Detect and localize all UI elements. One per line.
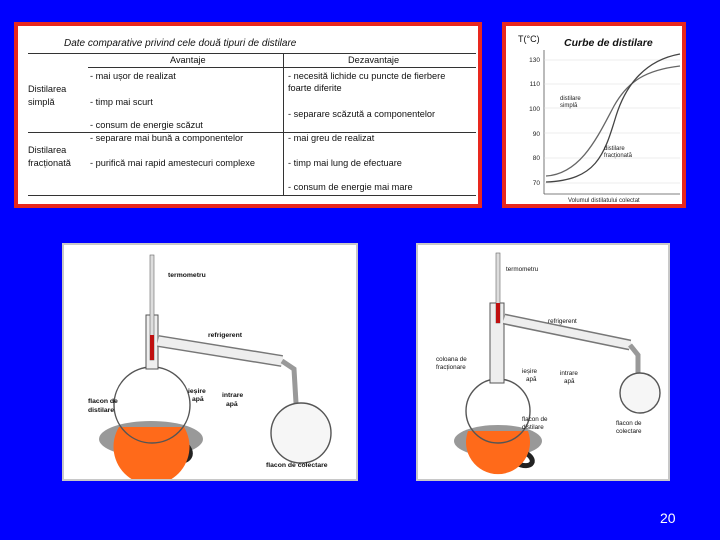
y-tick: 130: [529, 57, 540, 64]
collect-flask-label: flacon de: [616, 420, 642, 427]
water-in-label: intrare: [222, 392, 243, 399]
row2-label-2: fracționată: [28, 158, 71, 168]
fractional-distillation-panel: termometru refrigerent coloana de fracți…: [416, 243, 670, 481]
label-fractional: fracționată: [604, 153, 633, 159]
row1-disadvantage: foarte diferite: [288, 83, 342, 93]
water-out-label: ieșire: [522, 368, 538, 375]
curves-figure: T(°C) Curbe de distilare 130 110 100 90 …: [518, 34, 681, 204]
fractional-apparatus-figure: termometru refrigerent coloana de fracți…: [436, 252, 661, 475]
row1-advantage: - consum de energie scăzut: [90, 120, 203, 130]
collect-flask-label: colectare: [616, 428, 642, 435]
header-advantages: Avantaje: [170, 55, 206, 65]
thermometer-label: termometru: [168, 272, 206, 279]
table-bottom-rule: [28, 195, 476, 196]
label-simple: distilare: [560, 96, 581, 102]
label-fractional: distilare: [604, 146, 625, 152]
x-axis-label: Volumul distilatului colectat: [568, 198, 640, 204]
row2-disadvantage: - mai greu de realizat: [288, 133, 375, 143]
distill-flask-label: flacon de: [88, 398, 118, 405]
distill-flask-label: distilare: [88, 407, 114, 414]
adapter-tube: [280, 358, 299, 404]
water-out-label: ieșire: [188, 388, 206, 395]
row1-advantage: - mai ușor de realizat: [90, 71, 176, 81]
curve-simple: [545, 65, 681, 177]
water-in-label: apă: [226, 401, 238, 408]
label-simple: simplă: [560, 103, 578, 109]
row2-advantage: - separare mai bună a componentelor: [90, 133, 244, 143]
header-rule: [88, 67, 476, 68]
collect-flask-label: flacon de colectare: [266, 462, 328, 469]
adapter-tube: [628, 343, 641, 375]
water-in-label: apă: [564, 378, 575, 385]
row1-label-2: simplă: [28, 97, 55, 107]
row2-advantage: - purifică mai rapid amestecuri complexe: [90, 158, 255, 168]
table-title: Date comparative privind cele două tipur…: [64, 38, 297, 49]
row1-disadvantage: - separare scăzută a componentelor: [288, 109, 436, 119]
thermometer-label: termometru: [506, 266, 539, 273]
water-in-label: intrare: [560, 370, 578, 377]
row1-label-1: Distilarea: [28, 84, 67, 94]
column-divider: [283, 53, 284, 195]
curves-title: Curbe de distilare: [564, 37, 653, 49]
collect-flask: [619, 372, 661, 414]
thermometer-mercury: [496, 303, 500, 323]
table-top-rule: [28, 53, 476, 54]
collect-flask: [270, 402, 332, 464]
simple-apparatus-figure: termometru refrigerent ieșire apă intrar…: [88, 254, 332, 485]
distill-flask-label: distilare: [522, 424, 544, 431]
distillation-curves-panel: T(°C) Curbe de distilare 130 110 100 90 …: [502, 22, 686, 208]
distill-flask-liquid: [466, 431, 530, 475]
thermometer-mercury: [150, 335, 154, 360]
column-label: coloana de: [436, 356, 467, 363]
y-axis-label: T(°C): [518, 34, 540, 44]
row1-advantage: - timp mai scurt: [90, 97, 153, 107]
distill-flask-liquid: [113, 427, 190, 485]
row2-disadvantage: - timp mai lung de efectuare: [288, 158, 402, 168]
water-out-label: apă: [526, 376, 537, 383]
y-tick: 90: [533, 131, 541, 138]
distill-flask-label: flacon de: [522, 416, 548, 423]
grid: [544, 59, 680, 184]
y-tick: 100: [529, 106, 540, 113]
y-tick: 80: [533, 155, 541, 162]
row2-label-1: Distilarea: [28, 145, 67, 155]
column-label: fracționare: [436, 364, 466, 371]
condenser-label: refrigerent: [208, 332, 243, 339]
curve-fractional: [545, 53, 681, 183]
y-tick: 110: [530, 81, 541, 88]
y-tick: 70: [533, 180, 541, 187]
comparison-table-panel: Date comparative privind cele două tipur…: [14, 22, 482, 208]
simple-distillation-panel: termometru refrigerent ieșire apă intrar…: [62, 243, 358, 485]
row1-disadvantage: - necesită lichide cu puncte de fierbere: [288, 71, 446, 81]
condenser-label: refrigerent: [548, 318, 577, 325]
row-divider: [28, 132, 476, 133]
page-number: 20: [660, 510, 676, 526]
row2-disadvantage: - consum de energie mai mare: [288, 182, 413, 192]
header-disadvantages: Dezavantaje: [348, 55, 400, 65]
water-out-label: apă: [192, 396, 204, 403]
